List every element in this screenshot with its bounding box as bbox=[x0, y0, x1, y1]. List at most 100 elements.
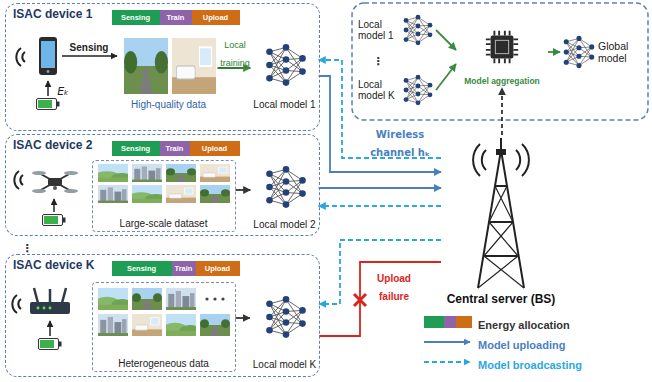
image-thumbnail bbox=[124, 38, 168, 94]
image-thumbnail bbox=[166, 288, 196, 310]
image-thumbnail bbox=[132, 288, 162, 310]
legend-sample bbox=[456, 316, 472, 328]
connector bbox=[319, 240, 441, 304]
connector bbox=[236, 317, 250, 319]
image-thumbnail bbox=[98, 185, 128, 203]
network-icon bbox=[564, 36, 595, 68]
energy-segment: Sensing bbox=[112, 141, 160, 156]
local-model: Local model K bbox=[250, 282, 319, 372]
node-label: Local model 1 bbox=[253, 99, 315, 110]
node-label: Train bbox=[166, 144, 184, 153]
node-label: Upload bbox=[205, 264, 230, 273]
node-label: Large-scale dataset bbox=[120, 218, 208, 229]
node-label: Train bbox=[175, 264, 193, 273]
connector bbox=[319, 187, 441, 189]
base-station: Central server (BS) bbox=[441, 135, 561, 308]
ellipsis: ⋮ bbox=[373, 55, 384, 68]
local-model: Local model 1 bbox=[250, 34, 318, 112]
dataset-box: Large-scale dataset bbox=[92, 160, 236, 232]
node-label: High-quality data bbox=[131, 99, 206, 110]
connector bbox=[501, 88, 503, 135]
connector bbox=[548, 51, 560, 53]
energy-segment: Train bbox=[160, 141, 190, 156]
local-model: Local model 1 bbox=[356, 8, 436, 52]
aggregation-panel bbox=[352, 3, 648, 120]
legend-sample bbox=[424, 316, 444, 328]
drone-icon bbox=[32, 171, 78, 193]
image-thumbnail bbox=[200, 164, 230, 182]
node-label: Local model 1 bbox=[358, 19, 400, 41]
energy-segment: Train bbox=[172, 261, 196, 276]
wireless-waves bbox=[12, 295, 21, 313]
image-thumbnail bbox=[200, 314, 230, 336]
battery-icon bbox=[43, 215, 66, 226]
aggregator: Model aggregation bbox=[456, 26, 548, 88]
label-box: Sensing bbox=[64, 37, 114, 55]
connector bbox=[436, 64, 456, 90]
network-icon bbox=[404, 75, 433, 105]
data-sample: High-quality data bbox=[120, 32, 218, 112]
label-box: Wireless channel hₖ bbox=[364, 124, 436, 160]
battery-icon bbox=[39, 339, 62, 350]
dataset-box: Heterogeneous data bbox=[92, 282, 236, 372]
connector bbox=[319, 76, 441, 172]
network-icon bbox=[266, 44, 306, 86]
node-label: Upload bbox=[203, 13, 228, 22]
node-label: Central server (BS) bbox=[447, 292, 556, 306]
wireless-waves bbox=[14, 171, 23, 189]
node-label: Local model K bbox=[253, 359, 316, 370]
energy-segment: Train bbox=[160, 10, 192, 25]
legend-text: Model uploading bbox=[478, 339, 565, 351]
image-thumbnail bbox=[163, 314, 201, 336]
edge-label: Upload failure bbox=[377, 273, 411, 302]
ellipsis: ⋮ bbox=[22, 242, 33, 255]
energy-segment: Sensing bbox=[112, 261, 172, 276]
connector bbox=[319, 60, 441, 158]
energy-symbol: Eₖ bbox=[57, 85, 69, 98]
energy-segment: Upload bbox=[196, 261, 240, 276]
connector bbox=[436, 30, 456, 50]
legend-entry: Energy allocation bbox=[478, 315, 570, 333]
local-model: Local model 2 bbox=[250, 160, 318, 232]
image-thumbnail bbox=[172, 38, 216, 94]
node-label: ISAC device 2 bbox=[13, 138, 92, 152]
label-box: ⋮ bbox=[18, 238, 36, 256]
node-label: ISAC device K bbox=[13, 258, 94, 272]
image-thumbnail bbox=[98, 314, 128, 336]
node-label: Sensing bbox=[121, 13, 150, 22]
local-model: Local model K bbox=[356, 68, 436, 112]
label-box: Upload failure bbox=[366, 268, 422, 304]
network-icon bbox=[266, 296, 306, 338]
power-arrow bbox=[53, 199, 55, 212]
legend-sample bbox=[424, 341, 470, 343]
image-thumbnail bbox=[95, 288, 133, 310]
node-label: Global model bbox=[598, 40, 646, 64]
battery-icon bbox=[37, 99, 60, 110]
device-panel: ISAC device 2SensingTrainUploadLarge-sca… bbox=[5, 134, 320, 236]
connector bbox=[319, 205, 441, 207]
arrow-label: Sensing bbox=[70, 42, 109, 53]
image-thumbnail bbox=[95, 164, 133, 182]
node-label: Local model 2 bbox=[253, 219, 315, 230]
global-model: Global model bbox=[560, 24, 648, 80]
image-thumbnail bbox=[129, 185, 167, 203]
edge-label: Wireless channel hₖ bbox=[370, 129, 430, 158]
label-box: Eₖ bbox=[53, 81, 73, 99]
ellipsis-dots bbox=[205, 297, 224, 300]
image-thumbnail bbox=[132, 314, 162, 336]
legend-entry: Model uploading bbox=[478, 335, 565, 353]
node-label: Sensing bbox=[127, 264, 156, 273]
edge-label: Local training bbox=[220, 40, 250, 68]
power-arrow bbox=[49, 321, 51, 336]
legend-sample bbox=[424, 361, 470, 363]
power-arrow bbox=[47, 81, 49, 96]
network-icon bbox=[266, 166, 306, 208]
sensing-arrow bbox=[62, 55, 117, 57]
node-label: Local model K bbox=[358, 79, 400, 101]
legend-text: Model broadcasting bbox=[478, 359, 582, 371]
image-thumbnail bbox=[166, 185, 196, 203]
device-panel: ISAC device K Sensing Train UploadHeterogen… bbox=[5, 254, 320, 377]
image-thumbnail bbox=[200, 185, 230, 203]
node-label: ISAC device 1 bbox=[13, 7, 92, 21]
